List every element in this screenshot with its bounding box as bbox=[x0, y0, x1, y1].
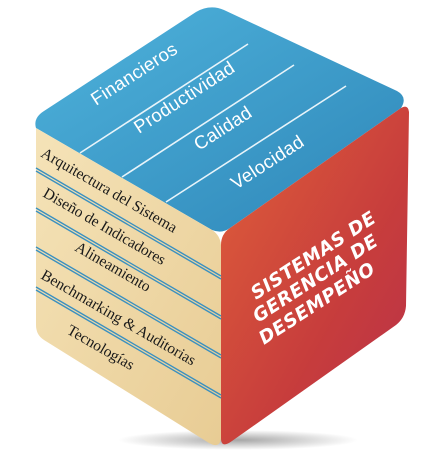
left-dividers bbox=[35, 167, 222, 399]
top-face bbox=[35, 7, 404, 232]
left-face bbox=[36, 128, 221, 446]
cube-shadow bbox=[118, 430, 358, 450]
right-face-title: SISTEMAS DE GERENCIA DE DESEMPEÑO bbox=[247, 208, 382, 349]
right-face bbox=[221, 106, 409, 445]
top-dividers bbox=[79, 43, 347, 203]
